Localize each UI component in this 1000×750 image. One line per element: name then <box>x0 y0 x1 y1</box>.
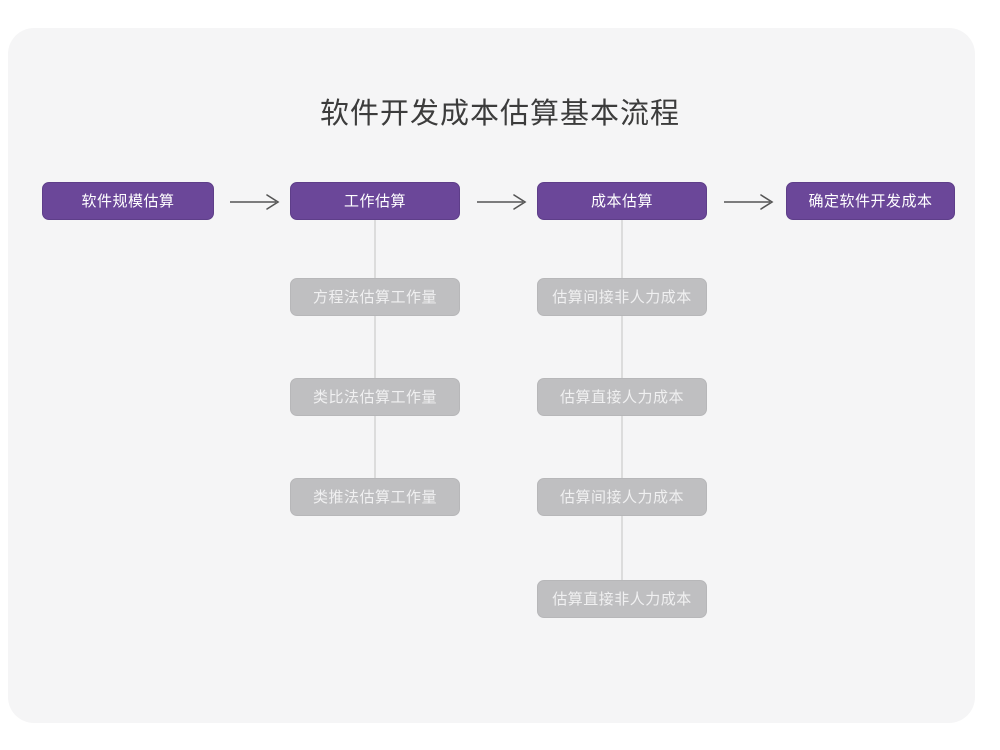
flow-stage-label: 确定软件开发成本 <box>808 192 933 210</box>
connector-line-stage3-d <box>621 514 623 598</box>
flow-substep-inference-method[interactable]: 类推法估算工作量 <box>290 478 460 516</box>
diagram-card <box>8 28 975 723</box>
connector-line-stage2-c <box>374 414 376 496</box>
flow-substep-label: 估算间接非人力成本 <box>552 288 692 306</box>
flow-stage-final-cost[interactable]: 确定软件开发成本 <box>786 182 955 220</box>
page-title: 软件开发成本估算基本流程 <box>319 98 680 130</box>
flow-substep-label: 类推法估算工作量 <box>312 488 437 506</box>
flow-stage-cost-estimation[interactable]: 成本估算 <box>537 182 707 220</box>
flow-stage-software-scale[interactable]: 软件规模估算 <box>42 182 214 220</box>
connector-line-stage3-a <box>621 218 623 300</box>
flow-substep-indirect-nonlabor-cost[interactable]: 估算间接非人力成本 <box>537 278 707 316</box>
flow-substep-equation-method[interactable]: 方程法估算工作量 <box>290 278 460 316</box>
flow-arrow-2 <box>475 192 531 212</box>
flow-substep-analogy-method[interactable]: 类比法估算工作量 <box>290 378 460 416</box>
flow-substep-direct-nonlabor-cost[interactable]: 估算直接非人力成本 <box>537 580 707 618</box>
connector-line-stage3-c <box>621 414 623 496</box>
flow-substep-indirect-labor-cost[interactable]: 估算间接人力成本 <box>537 478 707 516</box>
flow-stage-label: 工作估算 <box>343 192 406 210</box>
right-arrow-icon <box>230 194 280 210</box>
flow-stage-work-estimation[interactable]: 工作估算 <box>290 182 460 220</box>
right-arrow-icon <box>724 194 774 210</box>
connector-line-stage3-b <box>621 314 623 396</box>
flow-substep-label: 类比法估算工作量 <box>312 388 437 406</box>
flow-substep-label: 估算直接人力成本 <box>559 388 684 406</box>
connector-line-stage2-a <box>374 218 376 300</box>
flow-arrow-1 <box>228 192 284 212</box>
flow-substep-label: 估算直接非人力成本 <box>552 590 692 608</box>
flow-substep-direct-labor-cost[interactable]: 估算直接人力成本 <box>537 378 707 416</box>
flow-stage-label: 软件规模估算 <box>81 192 175 210</box>
flow-stage-label: 成本估算 <box>590 192 653 210</box>
flow-substep-label: 方程法估算工作量 <box>312 288 437 306</box>
flow-substep-label: 估算间接人力成本 <box>559 488 684 506</box>
flow-arrow-3 <box>722 192 778 212</box>
connector-line-stage2-b <box>374 314 376 396</box>
right-arrow-icon <box>477 194 527 210</box>
